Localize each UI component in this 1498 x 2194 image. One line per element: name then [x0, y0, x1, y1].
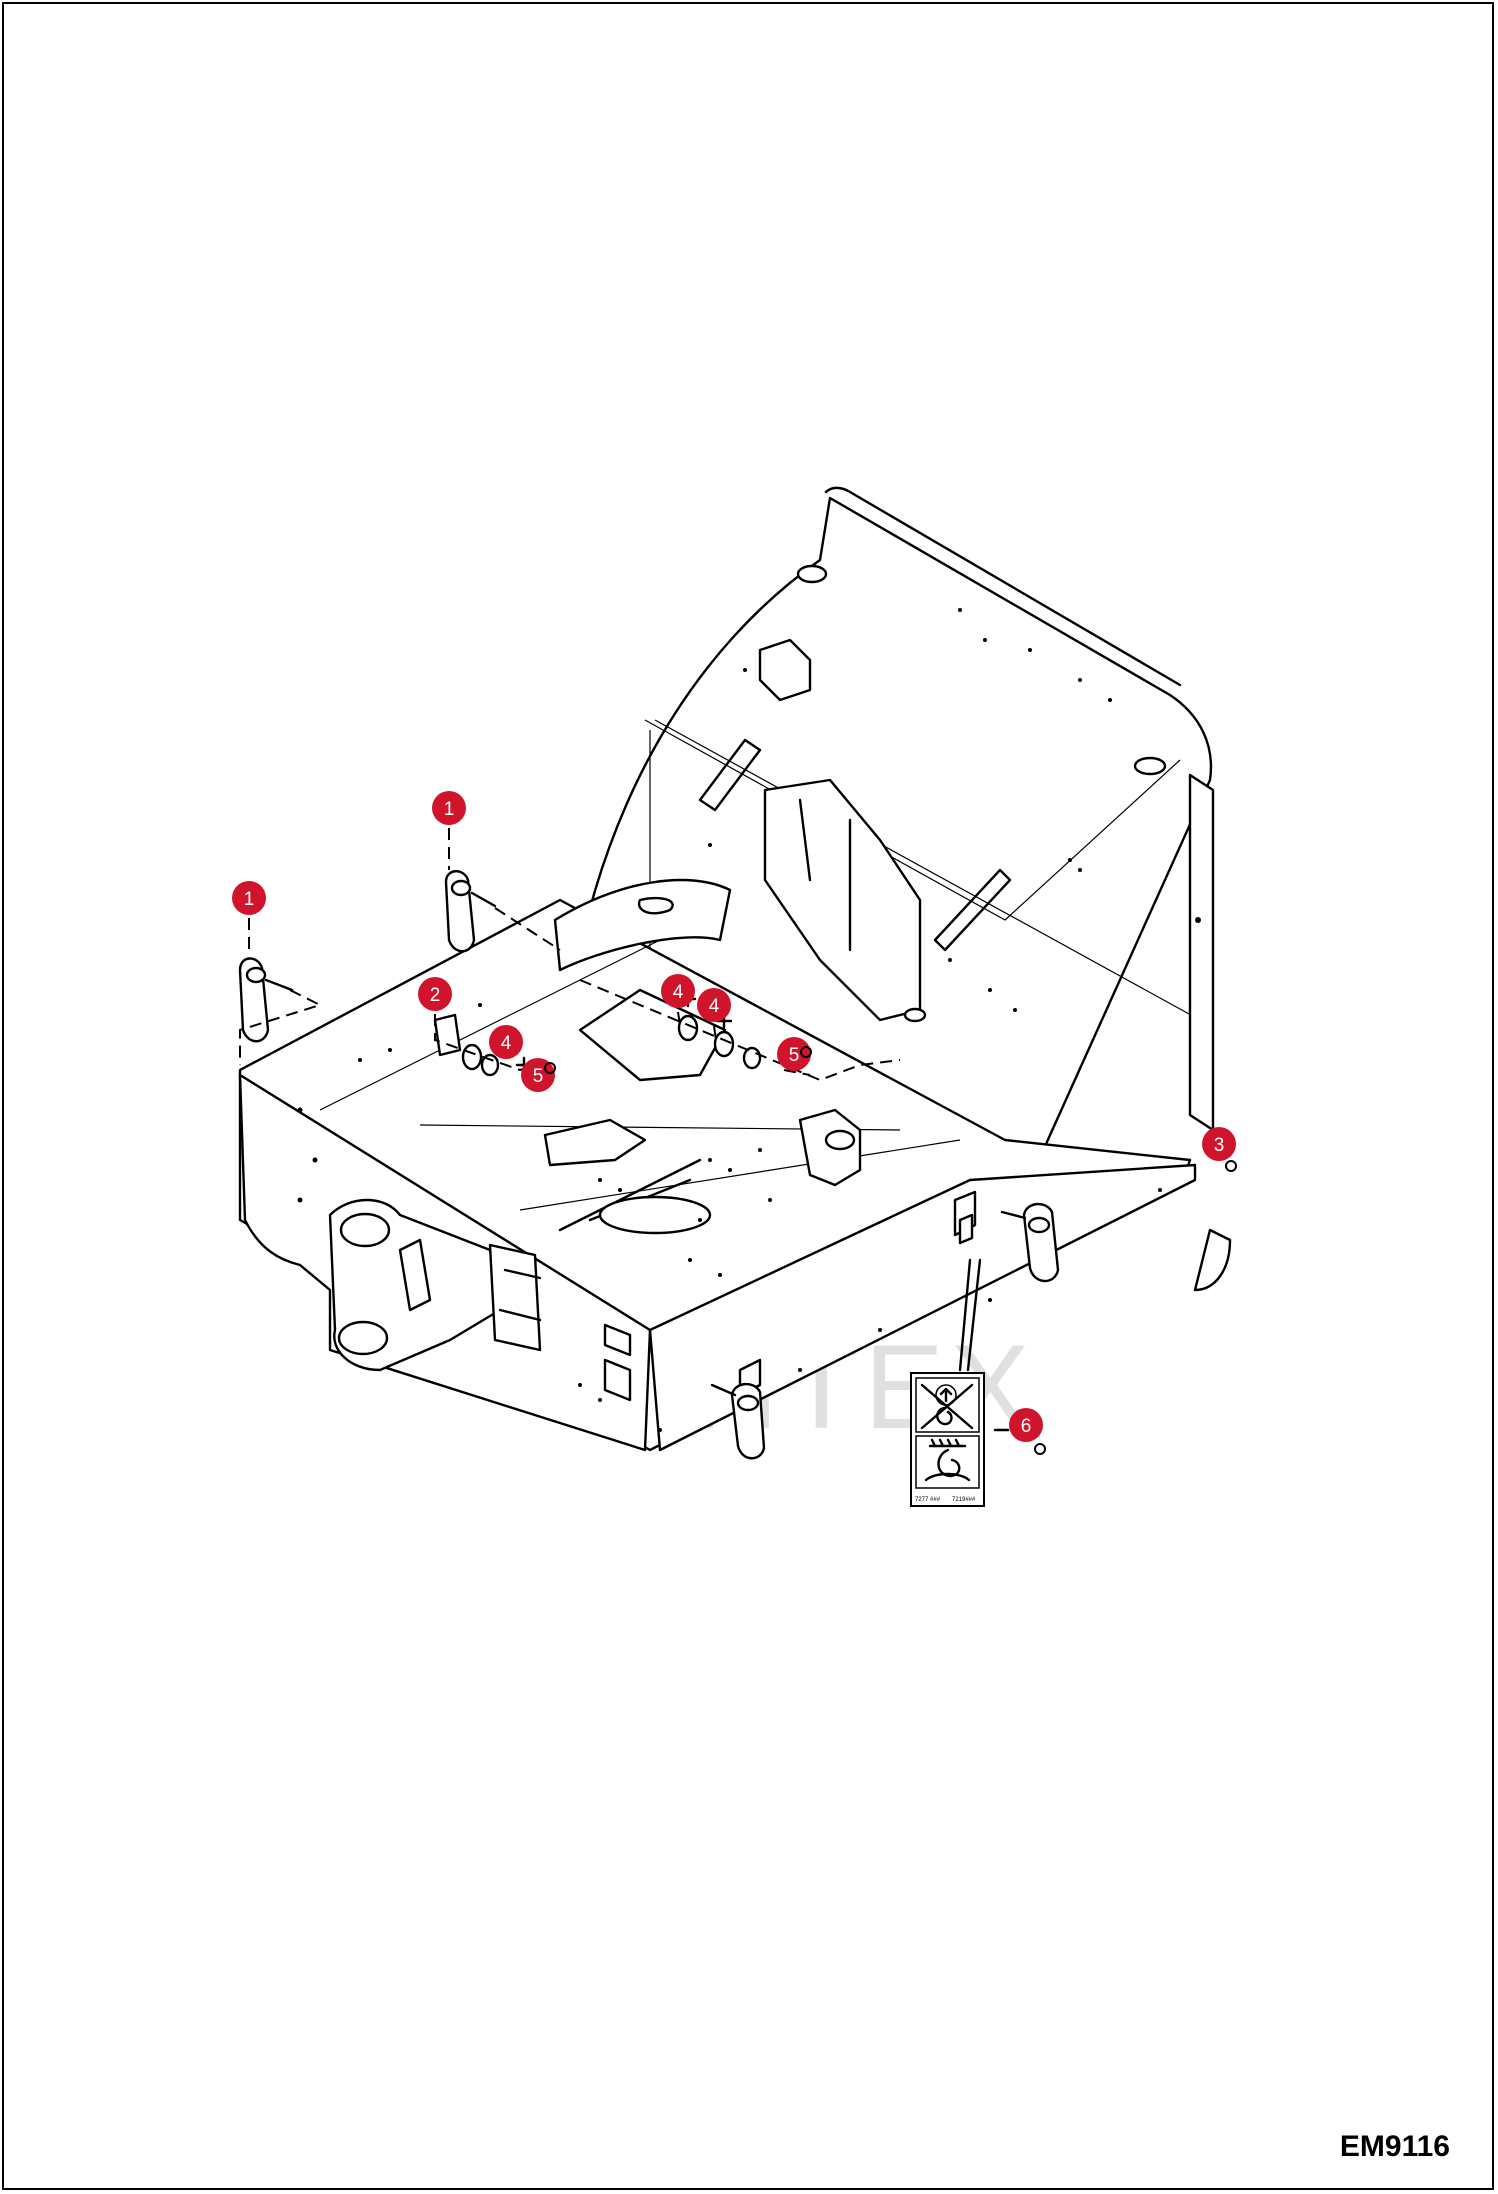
callout-bubble: [418, 977, 452, 1011]
tie-down-ring-left: [238, 957, 294, 1043]
callout-1-0: 1: [232, 881, 266, 915]
callout-bubble: [521, 1058, 555, 1092]
decal-part-left: 7277 ###: [915, 1497, 941, 1503]
leader-lines: [239, 828, 1010, 1432]
callout-3-8: 3: [1202, 1127, 1236, 1161]
callout-number: 2: [430, 985, 441, 1006]
callout-5-4: 5: [521, 1058, 555, 1092]
drawing-code: EM9116: [1339, 2130, 1450, 2163]
retainer-ring-0: [1225, 1160, 1237, 1172]
callout-bubble: [1202, 1127, 1236, 1161]
callout-4-5: 4: [661, 974, 695, 1008]
callout-number: 5: [533, 1066, 544, 1087]
washers-and-nuts: [461, 990, 762, 1077]
callout-bubble: [489, 1025, 523, 1059]
tie-down-ring-upper: [444, 870, 497, 953]
callout-number: 4: [501, 1033, 512, 1054]
warning-decal: 7277 ### 7219###: [910, 1372, 985, 1507]
callout-4-6: 4: [697, 988, 731, 1022]
decal-location-mark: [958, 1213, 974, 1245]
callout-number: 4: [709, 996, 720, 1017]
callout-bubble: [432, 791, 466, 825]
retainer-ring-1: [544, 1062, 556, 1074]
callout-bubble: [697, 988, 731, 1022]
callout-2-2: 2: [418, 977, 452, 1011]
decal-pointer: [958, 1258, 982, 1372]
callout-number: 6: [1021, 1416, 1032, 1437]
retainer-ring-2: [800, 1046, 812, 1058]
callout-number: 4: [673, 982, 684, 1003]
tie-down-ring-front: [710, 1382, 766, 1460]
callout-bubble: [777, 1037, 811, 1071]
retainer-ring-3: [1034, 1443, 1046, 1455]
callout-number: 5: [789, 1045, 800, 1066]
callout-bubble: [661, 974, 695, 1008]
callout-bubble: [232, 881, 266, 915]
frame-floor: [238, 878, 1197, 1452]
callout-4-3: 4: [489, 1025, 523, 1059]
decal-part-right: 7219###: [952, 1497, 976, 1503]
callout-number: 1: [444, 799, 455, 820]
callout-6-9: 6: [1009, 1408, 1043, 1442]
callout-5-7: 5: [777, 1037, 811, 1071]
callout-number: 3: [1214, 1135, 1225, 1156]
callout-1-1: 1: [432, 791, 466, 825]
plate-part-2: [433, 1013, 462, 1057]
callout-number: 1: [244, 889, 255, 910]
tie-down-ring-right: [1000, 1202, 1060, 1283]
callout-bubble: [1009, 1408, 1043, 1442]
